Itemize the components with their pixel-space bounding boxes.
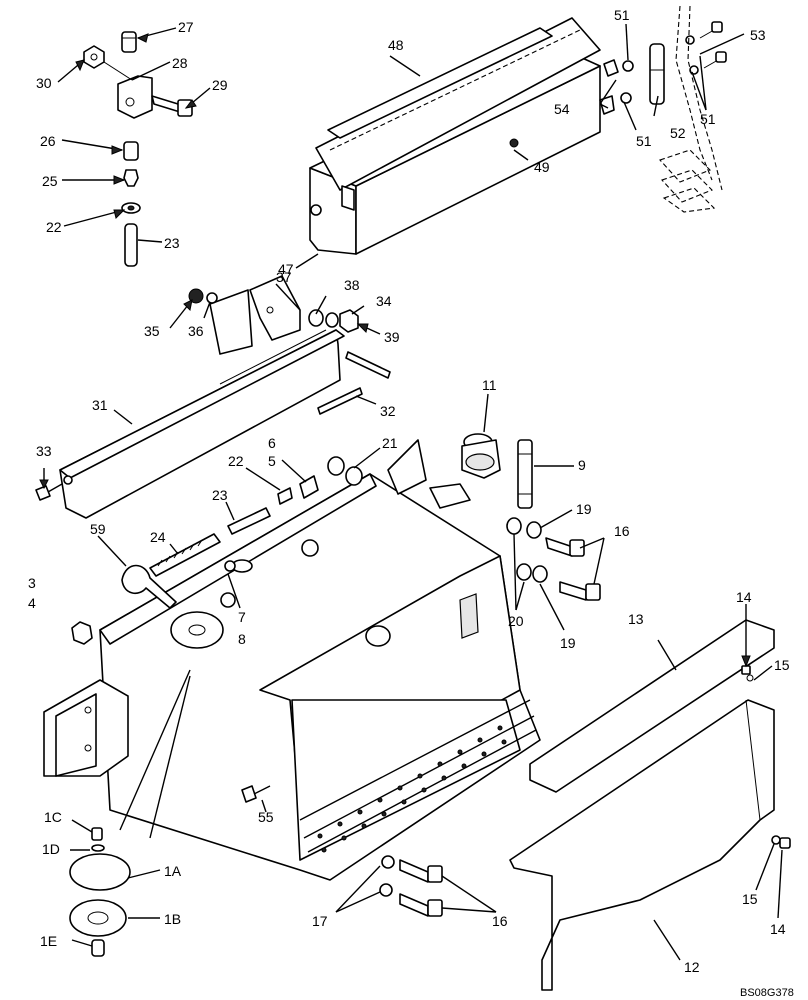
callout-53: 53 (750, 27, 766, 43)
hinge-assembly (599, 5, 727, 213)
callout-22-mid: 22 (228, 453, 244, 469)
callout-35: 35 (144, 323, 160, 339)
callout-48: 48 (388, 37, 404, 53)
callout-49: 49 (534, 159, 550, 175)
callout-51-right: 51 (700, 111, 716, 127)
callout-52: 52 (670, 125, 686, 141)
callout-27: 27 (178, 19, 194, 35)
strip-48 (327, 27, 553, 139)
bolt-33 (35, 483, 63, 501)
callout-33: 33 (36, 443, 52, 459)
callout-23-mid: 23 (212, 487, 228, 503)
callout-14-top: 14 (736, 589, 752, 605)
callout-16-bottom: 16 (492, 913, 508, 929)
callout-39: 39 (384, 329, 400, 345)
callout-51-top: 51 (614, 7, 630, 23)
strap-59 (121, 564, 177, 609)
callout-19-bottom: 19 (560, 635, 576, 651)
left-bracket (43, 621, 129, 777)
main-housing (99, 439, 541, 897)
callout-32: 32 (380, 403, 396, 419)
top-cover-box-47 (309, 17, 601, 255)
callout-7: 7 (238, 609, 246, 625)
callout-20: 20 (508, 613, 524, 629)
callout-29: 29 (212, 77, 228, 93)
callout-54: 54 (554, 101, 570, 117)
callout-12: 12 (684, 959, 700, 975)
callout-36: 36 (188, 323, 204, 339)
plate-stack-1 (69, 827, 131, 957)
callout-51-mid: 51 (636, 133, 652, 149)
roller-9 (517, 439, 533, 509)
callout-1C: 1C (44, 809, 62, 825)
callout-59: 59 (90, 521, 106, 537)
callout-38: 38 (344, 277, 360, 293)
callout-31: 31 (92, 397, 108, 413)
callout-15-bottom: 15 (742, 891, 758, 907)
callout-1D: 1D (42, 841, 60, 857)
right-hardware-14-15 (741, 665, 791, 849)
callout-1A: 1A (164, 863, 182, 879)
callout-1B: 1B (164, 911, 181, 927)
rod-assembly (149, 475, 319, 577)
callout-37: 37 (276, 269, 292, 285)
callout-5: 5 (268, 453, 276, 469)
top-left-fitting-assembly (83, 31, 193, 267)
leader-lines (39, 23, 783, 961)
washers-21 (327, 456, 363, 486)
callout-17: 17 (312, 913, 328, 929)
callout-19-top: 19 (576, 501, 592, 517)
callout-47: 47 (278, 261, 294, 277)
callouts: 27 28 29 30 26 25 22 23 48 49 47 51 53 5… (28, 7, 794, 999)
callout-26: 26 (40, 133, 56, 149)
callout-16-right: 16 (614, 523, 630, 539)
callout-4: 4 (28, 595, 36, 611)
callout-1E: 1E (40, 933, 57, 949)
callout-15-top: 15 (774, 657, 790, 673)
callout-13: 13 (628, 611, 644, 627)
callout-23-top: 23 (164, 235, 180, 251)
strips-32 (317, 351, 391, 415)
pulley-11 (461, 433, 501, 479)
callout-34: 34 (376, 293, 392, 309)
slot-row (317, 725, 507, 853)
callout-6: 6 (268, 435, 276, 451)
callout-30: 30 (36, 75, 52, 91)
drawing-code: BS08G378 (740, 987, 794, 999)
callout-55: 55 (258, 809, 274, 825)
callout-3: 3 (28, 575, 36, 591)
callout-14-bottom: 14 (770, 921, 786, 937)
bolt-55 (241, 785, 271, 803)
callout-21: 21 (382, 435, 398, 451)
callout-9: 9 (578, 457, 586, 473)
bracket-assembly-37 (188, 275, 359, 355)
callout-24: 24 (150, 529, 166, 545)
callout-28: 28 (172, 55, 188, 71)
callout-25: 25 (42, 173, 58, 189)
long-bar-31 (59, 329, 345, 519)
lower-shield-12 (509, 674, 775, 991)
washer-bolt-group (506, 517, 601, 601)
callout-22-top: 22 (46, 219, 62, 235)
callout-11: 11 (482, 377, 497, 393)
flange-8 (170, 560, 236, 649)
callout-8: 8 (238, 631, 246, 647)
bottom-bolts-16 (399, 859, 443, 917)
